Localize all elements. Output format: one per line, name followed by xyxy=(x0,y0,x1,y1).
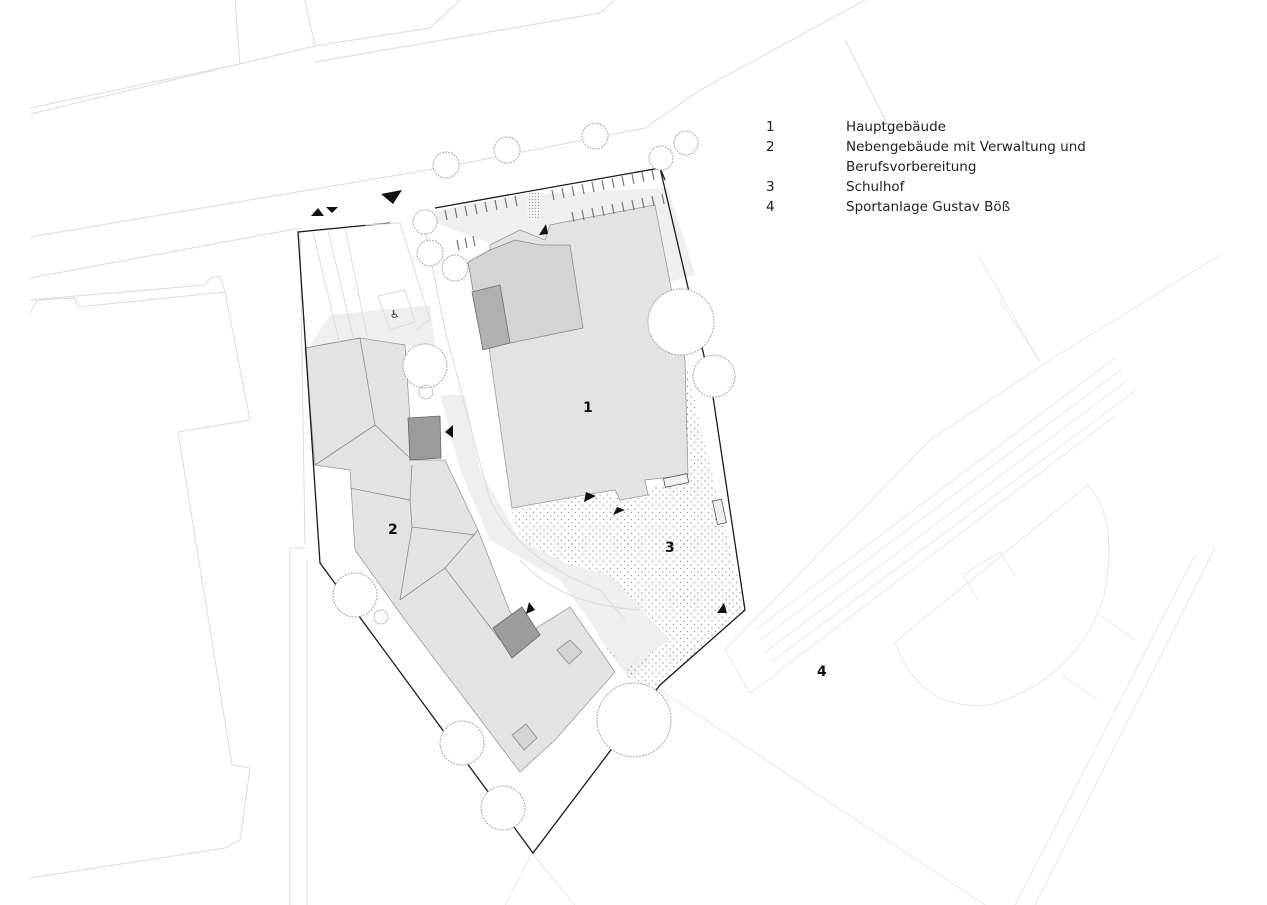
legend-label: Nebengebäude mit Verwaltung und Berufsvo… xyxy=(846,139,1086,175)
entrance-arrow-icon xyxy=(445,425,453,438)
label-sports-facility: 4 xyxy=(817,664,827,680)
entrance-arrow-icon xyxy=(717,603,727,613)
annex-stair-core-south xyxy=(492,606,541,659)
annex-building xyxy=(304,337,616,773)
legend-number: 4 xyxy=(766,199,775,215)
tree-icon xyxy=(480,785,526,831)
main-building xyxy=(467,204,689,509)
label-main-building: 1 xyxy=(583,400,593,416)
tree-icon xyxy=(332,572,378,618)
legend: 1 Hauptgebäude 2 Nebengebäude mit Verwal… xyxy=(766,117,1086,217)
tree-icon xyxy=(493,136,521,164)
entrance-arrow-icon xyxy=(539,224,548,235)
bicycle-stands xyxy=(444,169,665,251)
bench xyxy=(662,473,690,488)
tree-icon xyxy=(432,151,460,179)
accessible-parking-icon: ♿ xyxy=(390,308,400,321)
tree-icon xyxy=(596,682,672,758)
tree-icon xyxy=(673,130,699,156)
entrance-arrow-icon xyxy=(311,208,324,216)
annex-stair-core-north xyxy=(407,415,442,461)
bench xyxy=(712,498,727,526)
tree-icon xyxy=(581,122,609,150)
tree-icon xyxy=(692,354,736,398)
entrance-arrow-icon xyxy=(326,207,338,213)
schoolyard-area xyxy=(512,360,745,690)
legend-item: 2 Nebengebäude mit Verwaltung und Berufs… xyxy=(766,137,1086,177)
legend-number: 2 xyxy=(766,139,775,155)
tree-icon xyxy=(441,254,469,282)
entrance-arrow-icon xyxy=(381,190,402,204)
tree-icon xyxy=(412,209,438,235)
legend-item: 1 Hauptgebäude xyxy=(766,117,1086,137)
trees xyxy=(332,122,736,831)
site-boundary xyxy=(297,222,746,855)
tree-icon xyxy=(647,288,715,356)
label-annex-building: 2 xyxy=(388,522,398,538)
legend-number: 1 xyxy=(766,119,775,135)
parking-west xyxy=(312,222,641,621)
entrance-arrow-icon xyxy=(613,507,625,515)
tree-icon xyxy=(402,343,448,389)
label-schoolyard: 3 xyxy=(665,540,675,556)
legend-number: 3 xyxy=(766,179,775,195)
tree-icon xyxy=(439,720,485,766)
legend-label: Sportanlage Gustav Böß xyxy=(846,199,1011,215)
legend-label: Hauptgebäude xyxy=(846,119,946,135)
tree-icon xyxy=(416,239,444,267)
legend-item: 4 Sportanlage Gustav Böß xyxy=(766,197,1086,217)
legend-item: 3 Schulhof xyxy=(766,177,1086,197)
entrance-arrow-icon xyxy=(584,492,596,502)
entrance-arrow-icon xyxy=(526,602,535,614)
entrance-markers xyxy=(311,190,727,614)
tree-icon xyxy=(648,145,674,171)
legend-label: Schulhof xyxy=(846,179,905,195)
